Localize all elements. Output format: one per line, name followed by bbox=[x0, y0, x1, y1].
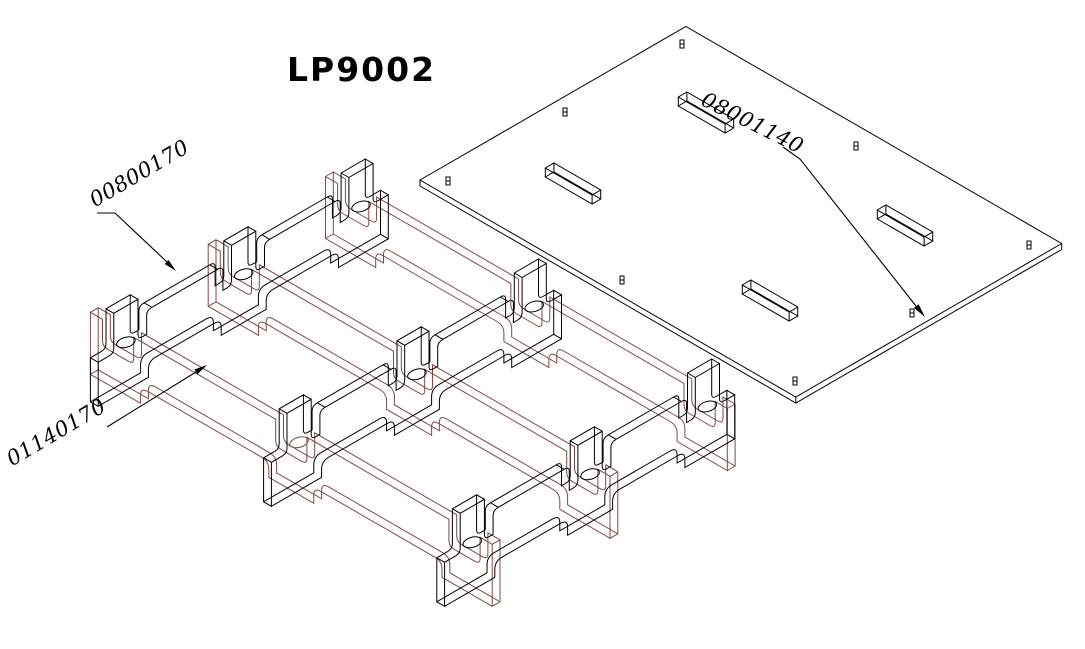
arrowhead-icon bbox=[913, 304, 925, 317]
cross-rib-3 bbox=[325, 171, 736, 472]
leader-line bbox=[97, 212, 168, 263]
panel-slot-3 bbox=[741, 279, 799, 322]
panel-slot-4 bbox=[876, 204, 934, 247]
top-panel bbox=[419, 25, 1063, 404]
long-rib-1 bbox=[89, 158, 389, 408]
leader-line bbox=[782, 146, 917, 307]
panel-slot-2 bbox=[677, 91, 735, 134]
arrowhead-icon bbox=[194, 365, 207, 375]
arrowhead-icon bbox=[164, 260, 176, 271]
long-rib-3 bbox=[436, 358, 736, 608]
leader-08001140 bbox=[782, 146, 925, 317]
cross-rib-2 bbox=[207, 238, 619, 540]
long-rib-2 bbox=[263, 258, 562, 508]
leader-lines bbox=[97, 146, 925, 428]
wireframe-geometry bbox=[89, 158, 736, 608]
drawing-title: LP9002 bbox=[287, 50, 437, 89]
cross-rib-1 bbox=[89, 306, 501, 608]
panel-face bbox=[419, 25, 1063, 404]
leader-01140170 bbox=[106, 365, 207, 428]
panel-tick-marks bbox=[445, 39, 1032, 386]
leader-line bbox=[106, 371, 197, 428]
leader-00800170 bbox=[97, 212, 176, 271]
panel-slot-1 bbox=[544, 162, 602, 205]
